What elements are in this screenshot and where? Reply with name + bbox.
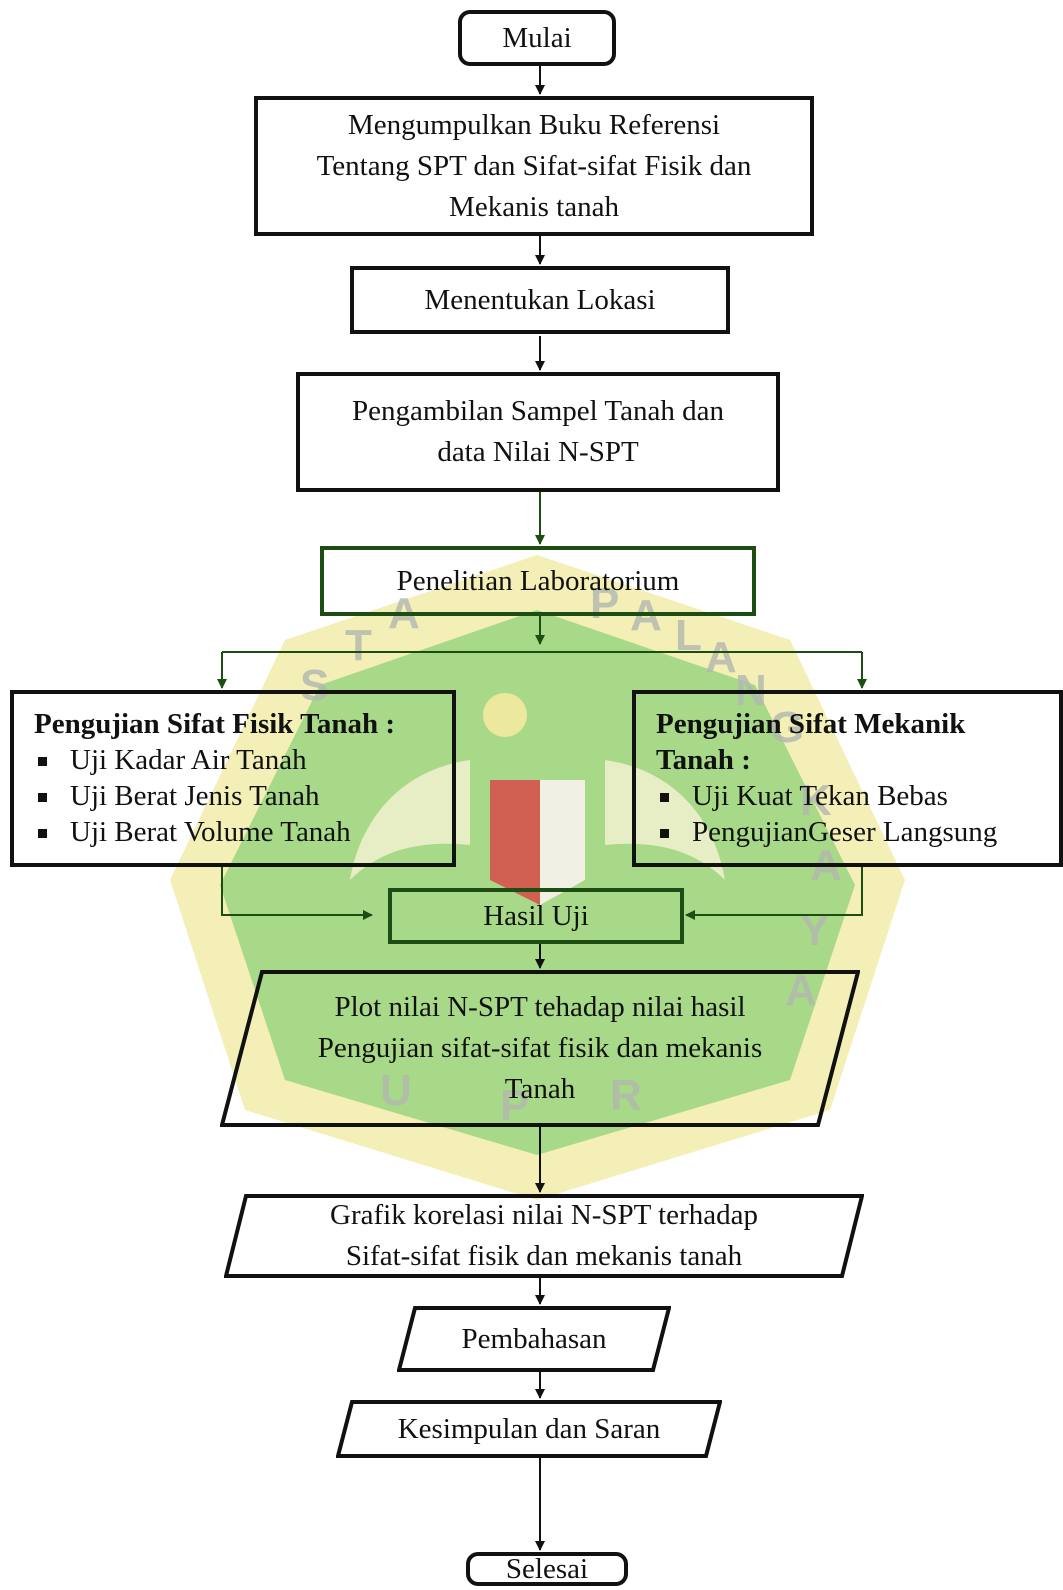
plot-line-1: Plot nilai N-SPT tehadap nilai hasil <box>334 991 746 1023</box>
step-lab-label: Penelitian Laboratorium <box>396 564 680 597</box>
list-item: Uji Kuat Tekan Bebas <box>656 778 1045 814</box>
emblem-shield-white <box>540 780 585 905</box>
watermark-letter: K <box>800 776 832 825</box>
step-determine-location: Menentukan Lokasi <box>350 266 730 334</box>
emblem-shield-red <box>490 780 540 905</box>
discussion-text: Pembahasan <box>397 1306 671 1372</box>
watermark-letter: G <box>770 703 804 752</box>
graph-text: Grafik korelasi nilai N-SPT terhadap Sif… <box>224 1194 864 1278</box>
physical-tests-list: Uji Kadar Air Tanah Uji Berat Jenis Tana… <box>34 742 438 850</box>
watermark-letter: P <box>590 579 619 628</box>
plot-line-3: Tanah <box>504 1073 576 1105</box>
step-collect-line-1: Mengumpulkan Buku Referensi <box>347 108 721 141</box>
watermark-letter: P <box>500 1081 529 1130</box>
start-label: Mulai <box>502 21 572 54</box>
step-collect-references: Mengumpulkan Buku Referensi Tentang SPT … <box>254 96 814 236</box>
plot-shape <box>220 970 860 1127</box>
plot-text: Plot nilai N-SPT tehadap nilai hasil Pen… <box>220 970 860 1127</box>
watermark-letter: Y <box>800 906 829 955</box>
watermark-letter: A <box>705 633 737 682</box>
step-location-label: Menentukan Lokasi <box>424 283 656 316</box>
watermark-letter: A <box>785 966 817 1015</box>
graph-line-2: Sifat-sifat fisik dan mekanis tanah <box>345 1240 743 1272</box>
step-lab-research: Penelitian Laboratorium <box>320 546 756 616</box>
watermark-letter: T <box>345 621 372 670</box>
discussion-shape <box>397 1306 671 1372</box>
conclusion-shape <box>336 1400 722 1458</box>
end-terminal: Selesai <box>466 1552 628 1586</box>
step-sampling-line-2: data Nilai N-SPT <box>437 436 639 468</box>
step-sampling-line-1: Pengambilan Sampel Tanah dan <box>352 395 724 427</box>
conclusion-parallelogram: Kesimpulan dan Saran <box>336 1400 722 1458</box>
watermark-letter: R <box>610 1071 642 1120</box>
mechanical-tests-title-line-2: Tanah : <box>656 744 751 776</box>
conclusion-label: Kesimpulan dan Saran <box>397 1412 661 1445</box>
list-item: Uji Berat Volume Tanah <box>34 814 438 850</box>
step-collect-line-2: Tentang SPT dan Sifat-sifat Fisik dan <box>316 149 752 182</box>
step-sampling: Pengambilan Sampel Tanah dan data Nilai … <box>296 372 780 492</box>
physical-tests-title: Pengujian Sifat Fisik Tanah : <box>34 708 395 740</box>
plot-line-2: Pengujian sifat-sifat fisik dan mekanis <box>317 1032 763 1064</box>
emblem-wing-left <box>350 760 470 880</box>
start-terminal: Mulai <box>458 10 616 66</box>
plot-parallelogram: Plot nilai N-SPT tehadap nilai hasil Pen… <box>220 970 860 1127</box>
list-item: Uji Berat Jenis Tanah <box>34 778 438 814</box>
list-item: Uji Kadar Air Tanah <box>34 742 438 778</box>
step-collect-line-3: Mekanis tanah <box>449 190 619 223</box>
graph-line-1: Grafik korelasi nilai N-SPT terhadap <box>330 1199 758 1231</box>
list-item: PengujianGeser Langsung <box>656 814 1045 850</box>
watermark-letter: S <box>300 661 329 710</box>
mechanical-tests-panel: Pengujian Sifat Mekanik Tanah : Uji Kuat… <box>632 690 1063 867</box>
watermark-letter: U <box>380 1066 412 1115</box>
test-results-label: Hasil Uji <box>483 899 589 932</box>
test-results-box: Hasil Uji <box>388 888 684 944</box>
emblem-torch-head <box>483 693 527 737</box>
graph-shape <box>224 1194 864 1278</box>
mechanical-tests-list: Uji Kuat Tekan Bebas PengujianGeser Lang… <box>656 778 1045 850</box>
physical-tests-panel: Pengujian Sifat Fisik Tanah : Uji Kadar … <box>10 690 456 867</box>
mechanical-tests-title-line-1: Pengujian Sifat Mekanik <box>656 708 966 740</box>
graph-parallelogram: Grafik korelasi nilai N-SPT terhadap Sif… <box>224 1194 864 1278</box>
discussion-parallelogram: Pembahasan <box>397 1306 671 1372</box>
end-label: Selesai <box>505 1553 589 1585</box>
discussion-label: Pembahasan <box>461 1322 607 1355</box>
watermark-letter: L <box>675 611 702 660</box>
conclusion-text: Kesimpulan dan Saran <box>336 1400 722 1458</box>
